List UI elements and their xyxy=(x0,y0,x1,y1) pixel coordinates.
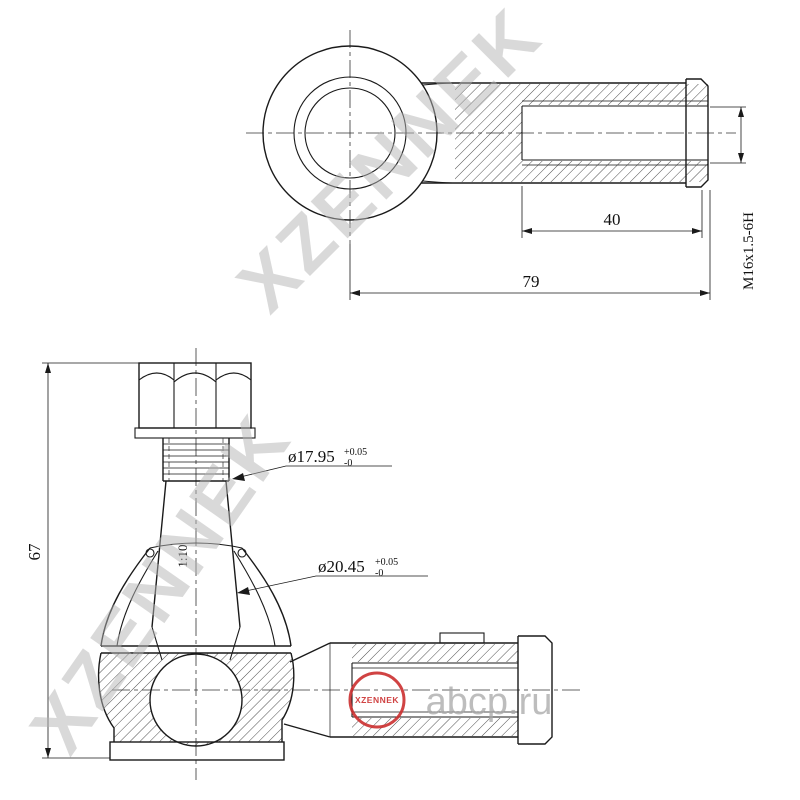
housing-flange xyxy=(101,645,291,654)
cone-dia-arrow xyxy=(237,587,250,595)
eye-chamfer-circle xyxy=(304,87,396,179)
housing-outline xyxy=(97,652,295,742)
brand-logo: XZENNEK xyxy=(348,671,406,729)
housing-section-hatch xyxy=(98,653,294,747)
eye-outer-circle xyxy=(262,45,438,221)
dim-40-lines xyxy=(521,186,703,238)
hex-nut-facets xyxy=(173,363,217,428)
top-view: 40 79 M16x1.5-6H xyxy=(246,30,757,300)
boot-right-outer xyxy=(241,547,292,647)
shaft-neck xyxy=(283,642,331,738)
housing-bottom-cap xyxy=(109,741,285,761)
shaft-outline xyxy=(330,642,518,738)
dim-67-label: 67 xyxy=(25,543,44,561)
dim-79-label: 79 xyxy=(523,272,540,291)
stud-dia-value: ø17.95 xyxy=(288,447,335,466)
side-view: 1:10 67 ø17.95 +0 xyxy=(25,348,580,780)
watermark-site: abcp.ru xyxy=(426,681,553,723)
dim-40-label: 40 xyxy=(604,210,621,229)
cone-dia-leader xyxy=(240,575,428,593)
stud-thread-root-lines xyxy=(168,438,224,481)
cone-dia-tol-minus: -0 xyxy=(375,568,383,579)
tube-outline xyxy=(421,78,709,188)
boot-clamp-left xyxy=(145,548,155,558)
stud-dia-tol-minus: -0 xyxy=(344,458,352,469)
dim-67-lines xyxy=(42,362,139,759)
cone-dia-tol-plus: +0.05 xyxy=(375,557,398,568)
boot-left-inner xyxy=(116,550,159,647)
brand-logo-ring xyxy=(348,671,406,729)
eye-bore-circle xyxy=(293,76,407,190)
dim-67-arrow-top xyxy=(45,363,51,373)
nut-washer-flange xyxy=(134,427,256,439)
shaft-top-tab xyxy=(439,632,485,644)
dim-79-arrow-right xyxy=(700,290,710,296)
stud-dia-tol-plus: +0.05 xyxy=(344,447,367,458)
stud-dia-arrow xyxy=(232,473,245,481)
stud-thread-lines xyxy=(163,443,229,475)
dim-40-arrow-right xyxy=(692,228,702,234)
ball-stud-ball xyxy=(149,653,243,747)
boot-left-outer xyxy=(100,547,151,647)
dim-79-arrow-left xyxy=(350,290,360,296)
taper-cone xyxy=(151,480,241,628)
tube-upper-wall-hatch xyxy=(522,84,708,105)
boot-clamp-right xyxy=(237,548,247,558)
dim-67-arrow-bottom xyxy=(45,748,51,758)
tube-lower-wall-hatch xyxy=(522,161,708,182)
dim-40-arrow-left xyxy=(522,228,532,234)
dim-79-lines xyxy=(349,190,711,300)
stud-dia-leader xyxy=(235,465,392,479)
shaft-upper-wall-hatch xyxy=(352,644,518,662)
thread-spec-label: M16x1.5-6H xyxy=(741,212,757,290)
hex-nut-chamfer-arcs xyxy=(138,372,252,383)
brand-logo-text: XZENNEK xyxy=(355,695,399,705)
tube-thread-crest-lines xyxy=(522,100,708,166)
thread-arrow-down xyxy=(738,153,744,163)
thread-arrow-up xyxy=(738,107,744,117)
tube-bore xyxy=(521,105,708,161)
boot-right-inner xyxy=(233,550,276,647)
shaft-end-cap xyxy=(517,635,553,745)
boot-top-rim xyxy=(149,542,243,549)
tube-solid-section-hatch xyxy=(455,84,522,182)
tube-fillets xyxy=(422,82,456,184)
taper-ratio-label: 1:10 xyxy=(175,544,190,567)
ball-neck xyxy=(151,626,241,661)
shaft-thread-crest-lines xyxy=(352,667,518,713)
cone-dia-value: ø20.45 xyxy=(318,557,365,576)
